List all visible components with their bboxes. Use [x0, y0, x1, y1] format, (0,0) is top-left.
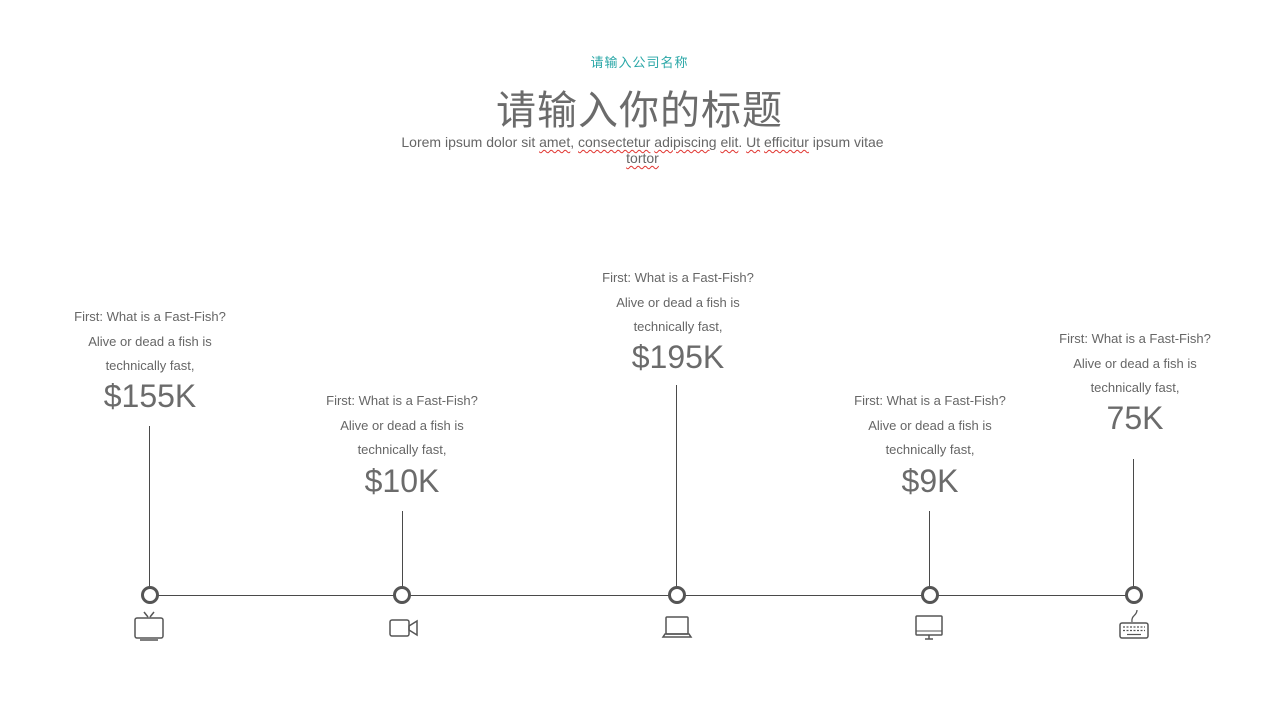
timeline-dot: [668, 586, 686, 604]
spellcheck-word: adipiscing: [654, 134, 717, 150]
desc-line: Alive or dead a fish is: [616, 294, 740, 310]
timeline-dot: [921, 586, 939, 604]
desc-line: technically fast,: [1090, 380, 1180, 395]
node-description: First: What is a Fast-Fish? Alive or dea…: [50, 305, 250, 379]
spellcheck-word: elit: [720, 134, 739, 150]
node-description: First: What is a Fast-Fish? Alive or dea…: [302, 389, 502, 463]
node-value: $9K: [901, 463, 959, 499]
desc-line: Alive or dead a fish is: [88, 333, 212, 349]
desc-line: First: What is a Fast-Fish?: [74, 309, 226, 324]
desc-line: technically fast,: [885, 442, 975, 457]
timeline-dot: [1125, 586, 1143, 604]
subtitle-text: .: [738, 134, 747, 150]
node-value: 75K: [1106, 400, 1164, 436]
keyboard-icon: [1119, 610, 1149, 639]
desc-line: Alive or dead a fish is: [1073, 355, 1197, 371]
desc-line: technically fast,: [105, 358, 195, 373]
desc-line: technically fast,: [633, 319, 723, 334]
timeline-axis: [150, 595, 1135, 596]
spellcheck-word: amet: [539, 134, 571, 150]
node-description: First: What is a Fast-Fish? Alive or dea…: [830, 389, 1030, 463]
desc-line: technically fast,: [357, 442, 447, 457]
spellcheck-word: efficitur: [764, 134, 809, 150]
page-title: 请输入你的标题: [496, 88, 783, 134]
node-description: First: What is a Fast-Fish? Alive or dea…: [578, 266, 778, 340]
connector-line: [1133, 459, 1134, 588]
spellcheck-word: Ut: [746, 134, 761, 150]
desc-line: First: What is a Fast-Fish?: [1059, 331, 1211, 346]
company-name: 请输入公司名称: [590, 56, 689, 71]
monitor-icon: [915, 615, 943, 640]
desc-line: Alive or dead a fish is: [340, 417, 464, 433]
connector-line: [929, 511, 930, 588]
connector-line: [402, 511, 403, 588]
subtitle-text: Lorem ipsum dolor sit: [401, 134, 540, 150]
desc-line: First: What is a Fast-Fish?: [854, 393, 1006, 408]
node-description: First: What is a Fast-Fish? Alive or dea…: [1035, 327, 1235, 401]
laptop-icon: [661, 616, 693, 638]
desc-line: First: What is a Fast-Fish?: [326, 393, 478, 408]
subtitle-text: ,: [570, 134, 579, 150]
spellcheck-word: consectetur: [578, 134, 651, 150]
node-value: $10K: [364, 463, 440, 499]
video-camera-icon: [389, 619, 418, 637]
timeline-dot: [141, 586, 159, 604]
timeline-dot: [393, 586, 411, 604]
node-value: $155K: [103, 378, 197, 414]
desc-line: First: What is a Fast-Fish?: [602, 270, 754, 285]
node-value: $195K: [631, 339, 725, 375]
desc-line: Alive or dead a fish is: [868, 417, 992, 433]
tv-icon: [134, 611, 164, 641]
subtitle-text: ipsum vitae: [808, 134, 884, 150]
connector-line: [676, 385, 677, 588]
subtitle: Lorem ipsum dolor sit amet, consectetur …: [400, 134, 885, 166]
connector-line: [149, 426, 150, 588]
spellcheck-word: tortor: [626, 150, 659, 166]
